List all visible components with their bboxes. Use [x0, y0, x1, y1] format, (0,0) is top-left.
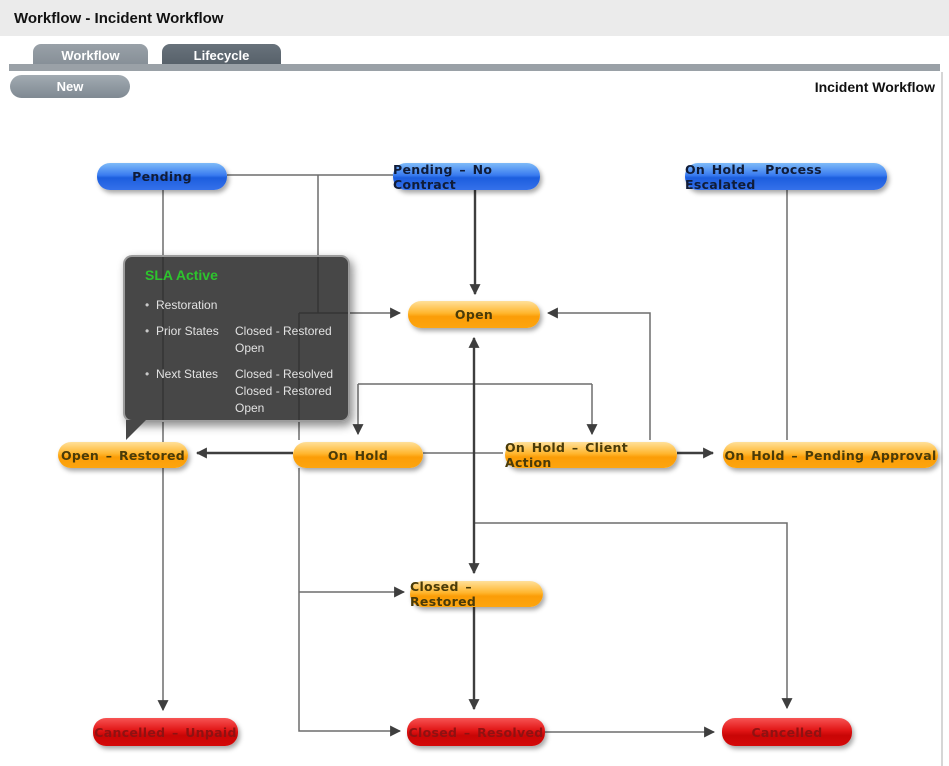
sla-row-label: Restoration — [156, 298, 218, 312]
sla-value: Closed - Restored — [235, 384, 332, 398]
sla-value: Open — [235, 341, 265, 355]
sla-row-label: Next States — [156, 367, 219, 381]
tab-workflow[interactable]: Workflow — [33, 44, 148, 66]
node-on-hold[interactable]: On Hold — [293, 442, 423, 468]
bullet-icon: • — [145, 324, 150, 338]
sla-row-label: Prior States — [156, 324, 219, 338]
node-closed-resolved[interactable]: Closed – Resolved — [407, 718, 545, 746]
tab-underline-bar — [9, 64, 940, 71]
sla-tooltip-title: SLA Active — [145, 267, 218, 283]
sla-tooltip: SLA Active • Restoration • Prior States … — [123, 255, 350, 440]
node-cancelled-unpaid[interactable]: Cancelled – Unpaid — [93, 718, 238, 746]
sla-tooltip-row: • Restoration — [145, 297, 338, 314]
sla-value: Closed - Restored — [235, 324, 332, 338]
title-bar: Workflow - Incident Workflow — [0, 0, 949, 36]
node-pending-no-contract[interactable]: Pending – No Contract — [393, 162, 540, 192]
sla-value: Open — [235, 401, 265, 415]
bullet-icon: • — [145, 367, 150, 381]
node-open[interactable]: Open — [408, 301, 540, 328]
node-on-hold-client-action[interactable]: On Hold – Client Action — [505, 440, 677, 470]
new-button[interactable]: New — [10, 75, 130, 98]
sla-tooltip-row: • Prior States Closed - Restored Open — [145, 323, 338, 357]
tooltip-pointer — [126, 420, 146, 440]
sla-tooltip-row: • Next States Closed - Resolved Closed -… — [145, 366, 338, 417]
tab-lifecycle[interactable]: Lifecycle — [162, 44, 281, 66]
node-closed-restored[interactable]: Closed – Restored — [410, 579, 543, 609]
content-right-border — [941, 72, 943, 766]
node-on-hold-pending-approval[interactable]: On Hold – Pending Approval — [723, 442, 938, 468]
sla-row-values: Closed - Restored Open — [235, 323, 332, 357]
context-title: Incident Workflow — [814, 79, 935, 95]
page-title: Workflow - Incident Workflow — [14, 9, 224, 27]
node-cancelled[interactable]: Cancelled — [722, 718, 852, 746]
sla-value: Closed - Resolved — [235, 367, 334, 381]
node-on-hold-process-escalated[interactable]: On Hold – Process Escalated — [685, 162, 887, 192]
node-open-restored[interactable]: Open – Restored — [58, 442, 188, 468]
node-pending[interactable]: Pending — [97, 163, 227, 190]
bullet-icon: • — [145, 298, 150, 312]
sla-row-values: Closed - Resolved Closed - Restored Open — [235, 366, 333, 417]
